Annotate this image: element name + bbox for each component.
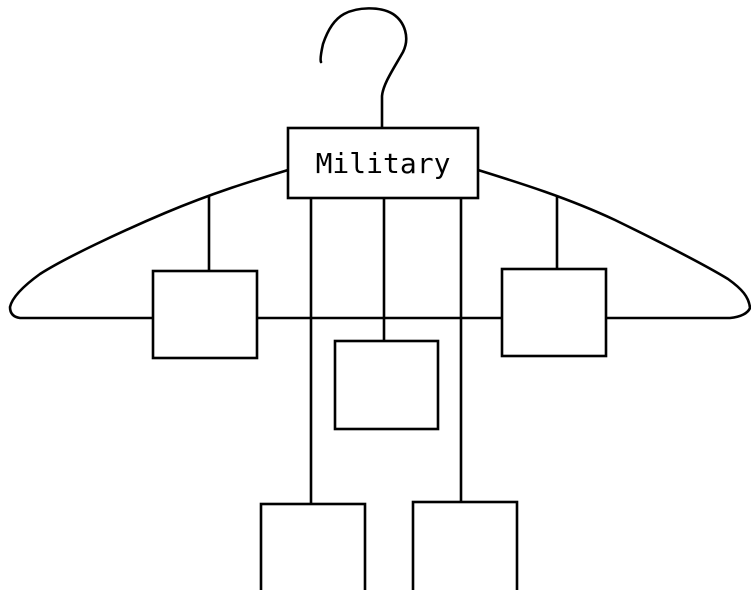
hanger-left-shoulder <box>8 168 290 320</box>
hanger-right-shoulder <box>476 168 751 320</box>
empty-box-bottom-right <box>411 500 519 590</box>
title-box <box>286 126 480 200</box>
empty-box-right <box>500 267 608 358</box>
empty-box-bottom-left <box>259 502 367 590</box>
empty-box-left <box>151 269 259 360</box>
empty-box-center <box>333 339 440 431</box>
title-label: Military <box>316 147 451 180</box>
hanger-hook <box>319 7 408 130</box>
